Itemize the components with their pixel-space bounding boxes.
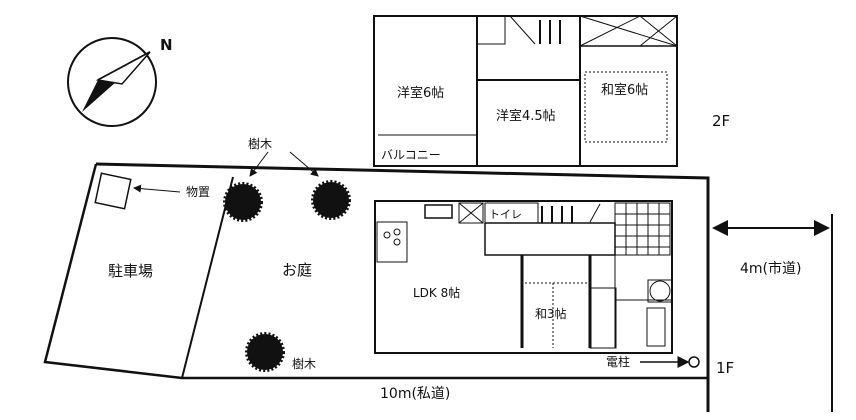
first-floor-plan	[374, 200, 673, 354]
storage-label: 物置	[186, 185, 210, 199]
tree-label-bottom: 樹木	[292, 357, 316, 371]
toilet-label: トイレ	[489, 208, 522, 221]
north-label: N	[160, 36, 173, 54]
compass-icon	[67, 37, 157, 127]
room-japanese-6: 和室6帖	[601, 82, 648, 98]
garden-label: お庭	[282, 261, 312, 279]
utility-pole-label: 電柱	[606, 354, 630, 369]
utility-pole-icon	[688, 356, 700, 368]
city-road-label: 4m(市道)	[740, 260, 801, 277]
tree-label-top: 樹木	[248, 137, 272, 151]
floor-1-label: 1F	[716, 359, 734, 377]
tree-icon	[223, 182, 263, 222]
floor-2-label: 2F	[712, 112, 730, 130]
site-outline	[43, 162, 833, 412]
bathroom-tile	[614, 202, 671, 256]
room-western-6: 洋室6帖	[397, 85, 444, 101]
private-road-label: 10m(私道)	[380, 386, 450, 402]
parking-label: 駐車場	[108, 262, 153, 280]
second-floor-plan	[373, 15, 678, 167]
tree-icon	[245, 332, 285, 372]
room-western-4-5: 洋室4.5帖	[496, 108, 556, 124]
tree-icon	[311, 180, 351, 220]
room-japanese-3: 和3帖	[535, 306, 567, 321]
storage-shed	[94, 172, 132, 210]
balcony-label: バルコニー	[381, 148, 441, 162]
room-ldk: LDK 8帖	[413, 285, 460, 300]
